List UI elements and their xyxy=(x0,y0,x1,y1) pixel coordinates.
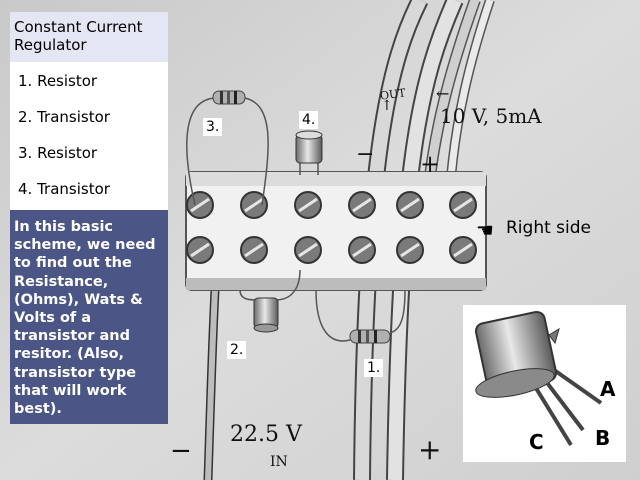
terminal-screws xyxy=(186,191,477,264)
left-arrow-icon: ← xyxy=(436,84,450,103)
screw-slot xyxy=(298,242,318,258)
left-pointing-hand-icon: ☚ xyxy=(476,218,494,242)
handwritten-output-rating: 10 V, 5mA xyxy=(440,104,542,128)
pin-b-label: B xyxy=(595,426,611,450)
list-item-transistor-4: 4. Transistor xyxy=(18,180,110,198)
transistor-pinout-inset: A B C xyxy=(463,305,626,462)
pin-c-label: C xyxy=(529,430,544,454)
label-4: 4. xyxy=(299,111,319,129)
screw-slot xyxy=(352,197,372,213)
panel-title: Constant Current Regulator xyxy=(10,12,168,62)
up-arrow-icon: ↑ xyxy=(381,98,393,114)
list-item-transistor-2: 2. Transistor xyxy=(18,108,110,126)
handwritten-input-voltage: 22.5 V xyxy=(230,422,302,447)
list-item-resistor-3: 3. Resistor xyxy=(18,144,98,162)
info-panel: Constant Current Regulator 1. Resistor 2… xyxy=(10,12,168,424)
transistor-pinout-icon xyxy=(474,310,603,447)
label-3: 3. xyxy=(203,118,223,136)
label-1: 1. xyxy=(364,359,384,377)
pin-a-label: A xyxy=(600,377,616,401)
minus-sign-top: − xyxy=(356,142,375,167)
transistor-2 xyxy=(253,297,279,333)
panel-description: In this basic scheme, we need to find ou… xyxy=(10,210,168,424)
screw-slot xyxy=(400,242,420,258)
transistor-4 xyxy=(295,130,323,164)
screw-slot xyxy=(244,197,264,213)
resistor-3 xyxy=(212,90,246,105)
resistor-1 xyxy=(349,329,391,344)
cable-bundle xyxy=(203,0,495,480)
screw-slot xyxy=(190,242,210,258)
terminal-block xyxy=(185,171,487,291)
handwritten-in: IN xyxy=(270,454,288,470)
screw-slot xyxy=(400,197,420,213)
screw-slot xyxy=(244,242,264,258)
screw-slot xyxy=(190,197,210,213)
screw-slot xyxy=(453,242,473,258)
plus-sign-bottom: + xyxy=(418,433,442,466)
right-side-label: Right side xyxy=(506,218,591,238)
screw-slot xyxy=(298,197,318,213)
plus-sign-top: + xyxy=(420,150,441,178)
list-item-resistor-1: 1. Resistor xyxy=(18,72,98,90)
screw-slot xyxy=(352,242,372,258)
screw-slot xyxy=(453,197,473,213)
minus-sign-bottom: − xyxy=(170,436,192,466)
label-2: 2. xyxy=(227,341,247,359)
